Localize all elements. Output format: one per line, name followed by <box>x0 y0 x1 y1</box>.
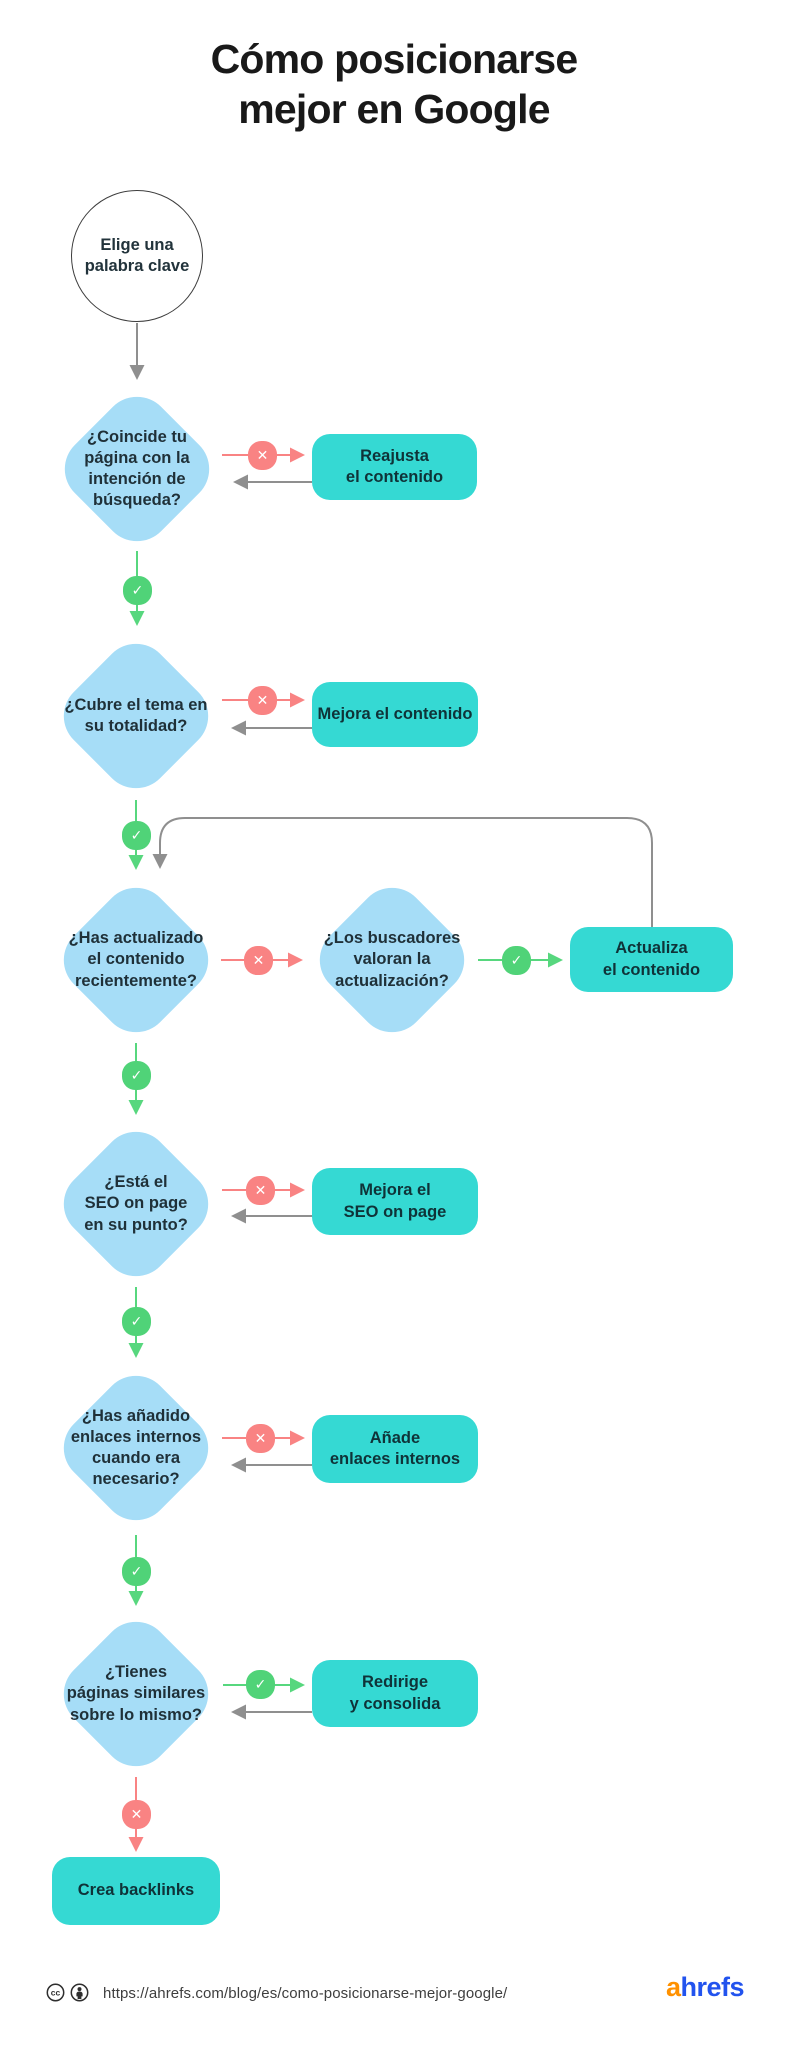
decision-label: ¿Coincide tu página con la intención de … <box>84 427 190 510</box>
yes-badge-icon: ✓ <box>502 946 531 975</box>
ahrefs-logo-hrefs: hrefs <box>680 1972 745 2002</box>
svg-text:cc: cc <box>51 1987 61 1997</box>
yes-badge-icon: ✓ <box>122 1557 151 1586</box>
start-node-label: Elige una palabra clave <box>84 235 190 275</box>
source-url: https://ahrefs.com/blog/es/como-posicion… <box>103 1985 508 2002</box>
license-icons: cc <box>46 1983 89 2002</box>
cc-by-attribution-icon <box>70 1983 89 2002</box>
decision-internal-links: ¿Has añadido enlaces internos cuando era… <box>49 1361 223 1535</box>
action-update-content: Actualiza el contenido <box>570 927 733 992</box>
cc-icon: cc <box>46 1983 65 2002</box>
yes-badge-icon: ✓ <box>246 1670 275 1699</box>
decision-label: ¿Has añadido enlaces internos cuando era… <box>70 1406 202 1489</box>
action-improve-content: Mejora el contenido <box>312 682 478 747</box>
decision-label: ¿Los buscadores valoran la actualización… <box>323 929 461 990</box>
edge-loop-actualiza-to-q3 <box>152 817 653 927</box>
page-title: Cómo posicionarse mejor en Google <box>210 36 579 133</box>
action-improve-onpage-seo: Mejora el SEO on page <box>312 1168 478 1235</box>
decision-freshness-valued: ¿Los buscadores valoran la actualización… <box>305 873 479 1047</box>
no-badge-icon: ✕ <box>246 1176 275 1205</box>
decision-label: ¿Cubre el tema en su totalidad? <box>64 695 208 735</box>
yes-badge-icon: ✓ <box>123 576 152 605</box>
no-badge-icon: ✕ <box>122 1800 151 1829</box>
start-node: Elige una palabra clave <box>71 190 203 322</box>
action-add-internal-links: Añade enlaces internos <box>312 1415 478 1483</box>
decision-search-intent: ¿Coincide tu página con la intención de … <box>50 382 224 556</box>
decision-onpage-seo: ¿Está el SEO on page en su punto? <box>49 1117 223 1291</box>
no-badge-icon: ✕ <box>248 686 277 715</box>
no-badge-icon: ✕ <box>246 1424 275 1453</box>
yes-badge-icon: ✓ <box>122 1061 151 1090</box>
decision-similar-pages: ¿Tienes páginas similares sobre lo mismo… <box>49 1607 223 1781</box>
decision-topic-coverage: ¿Cubre el tema en su totalidad? <box>49 629 223 803</box>
no-badge-icon: ✕ <box>248 441 277 470</box>
decision-label: ¿Tienes páginas similares sobre lo mismo… <box>66 1663 206 1724</box>
yes-badge-icon: ✓ <box>122 821 151 850</box>
decision-label: ¿Has actualizado el contenido recienteme… <box>68 929 204 990</box>
action-build-backlinks: Crea backlinks <box>52 1857 220 1925</box>
ahrefs-logo: ahrefs <box>666 1972 745 2003</box>
no-badge-icon: ✕ <box>244 946 273 975</box>
decision-content-updated: ¿Has actualizado el contenido recienteme… <box>49 873 223 1047</box>
ahrefs-logo-a: a <box>666 1972 681 2002</box>
action-readjust-content: Reajusta el contenido <box>312 434 477 500</box>
action-redirect-consolidate: Redirige y consolida <box>312 1660 478 1727</box>
yes-badge-icon: ✓ <box>122 1307 151 1336</box>
decision-label: ¿Está el SEO on page en su punto? <box>84 1173 188 1234</box>
